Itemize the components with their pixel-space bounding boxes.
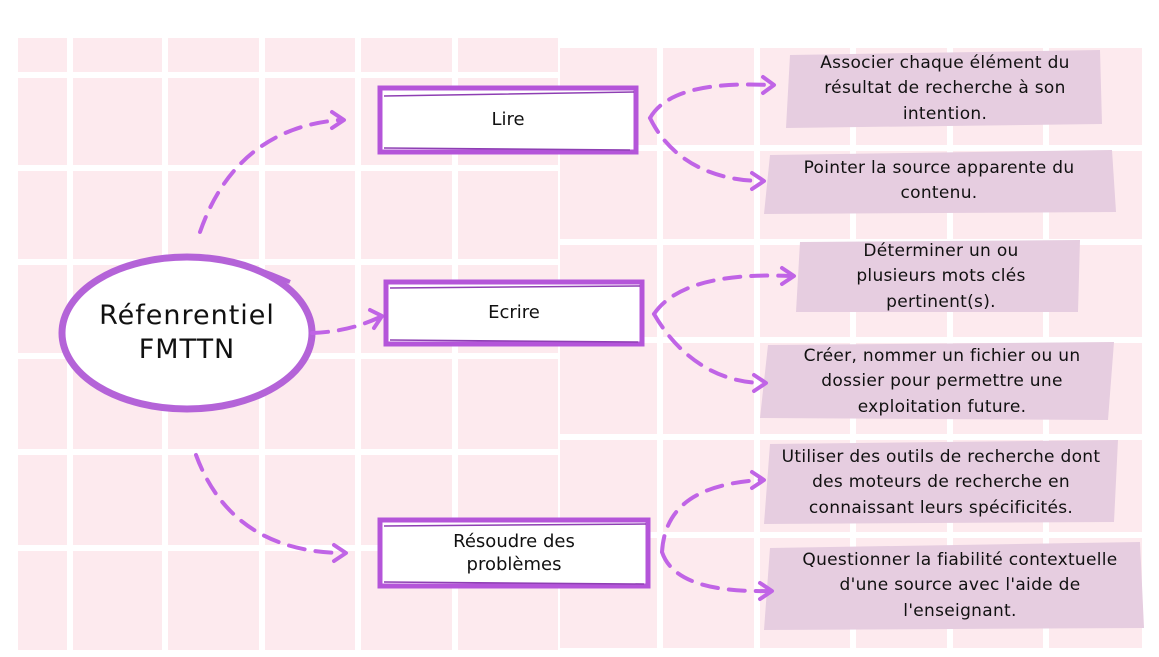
leaf-node-ecrire-1: Déterminer un ou plusieurs mots clés per…: [836, 238, 1046, 316]
leaf-text: Questionner la fiabilité contextuelle d'…: [802, 549, 1118, 621]
connectors: [194, 82, 792, 594]
arrowhead-ecrire: [368, 308, 384, 330]
leaf-node-resoudre-2: Questionner la fiabilité contextuelle d'…: [790, 544, 1130, 628]
arrowheads: [330, 75, 796, 601]
branch-label: Ecrire: [488, 302, 540, 324]
arrowhead-ecrire-leaf2: [752, 373, 768, 393]
arrowhead-ecrire-leaf1: [780, 266, 796, 286]
connector-root-lire: [198, 118, 342, 234]
arrowhead-resoudre-leaf1: [750, 470, 766, 490]
leaf-text: Utiliser des outils de recherche dont de…: [781, 446, 1101, 518]
leaf-text: Associer chaque élément du résultat de r…: [820, 52, 1070, 124]
branch-node-ecrire: Ecrire: [388, 284, 640, 342]
arrowhead-lire-leaf1: [761, 75, 776, 95]
connector-ecrire-leaf2: [652, 312, 764, 385]
branch-label: Lire: [491, 109, 525, 131]
leaf-node-lire-1: Associer chaque élément du résultat de r…: [790, 50, 1100, 128]
leaf-text: Créer, nommer un fichier ou un dossier p…: [803, 345, 1081, 417]
branch-node-resoudre: Résoudre des problèmes: [432, 522, 596, 584]
connector-ecrire-leaf1: [652, 273, 792, 316]
root-title-line2: FMTTN: [138, 334, 236, 365]
connector-root-ecrire: [310, 316, 380, 335]
arrowhead-resoudre-leaf2: [758, 581, 774, 601]
leaf-node-resoudre-1: Utiliser des outils de recherche dont de…: [766, 442, 1116, 524]
leaf-highlights: [760, 50, 1144, 630]
arrowhead-lire-leaf2: [750, 171, 766, 191]
branch-label: Résoudre des problèmes: [453, 530, 575, 575]
connector-resoudre-leaf1: [660, 478, 762, 554]
leaf-text: Pointer la source apparente du contenu.: [803, 157, 1075, 204]
root-node: Réfenrentiel FMTTN: [62, 258, 312, 408]
leaf-node-lire-2: Pointer la source apparente du contenu.: [766, 150, 1112, 212]
branch-node-lire: Lire: [382, 90, 634, 150]
connector-lire-leaf2: [648, 116, 762, 183]
branch-box-frames: [377, 85, 651, 589]
root-title-line1: Réfenrentiel: [99, 300, 275, 332]
arrowhead-resoudre: [332, 543, 348, 563]
connector-root-resoudre: [194, 453, 344, 555]
leaf-node-ecrire-2: Créer, nommer un fichier ou un dossier p…: [772, 342, 1112, 422]
root-node-ring: [58, 253, 316, 413]
connector-resoudre-leaf2: [660, 550, 770, 594]
leaf-text: Déterminer un ou plusieurs mots clés per…: [856, 240, 1026, 312]
connector-lire-leaf1: [648, 82, 772, 120]
arrowhead-lire: [330, 110, 346, 130]
